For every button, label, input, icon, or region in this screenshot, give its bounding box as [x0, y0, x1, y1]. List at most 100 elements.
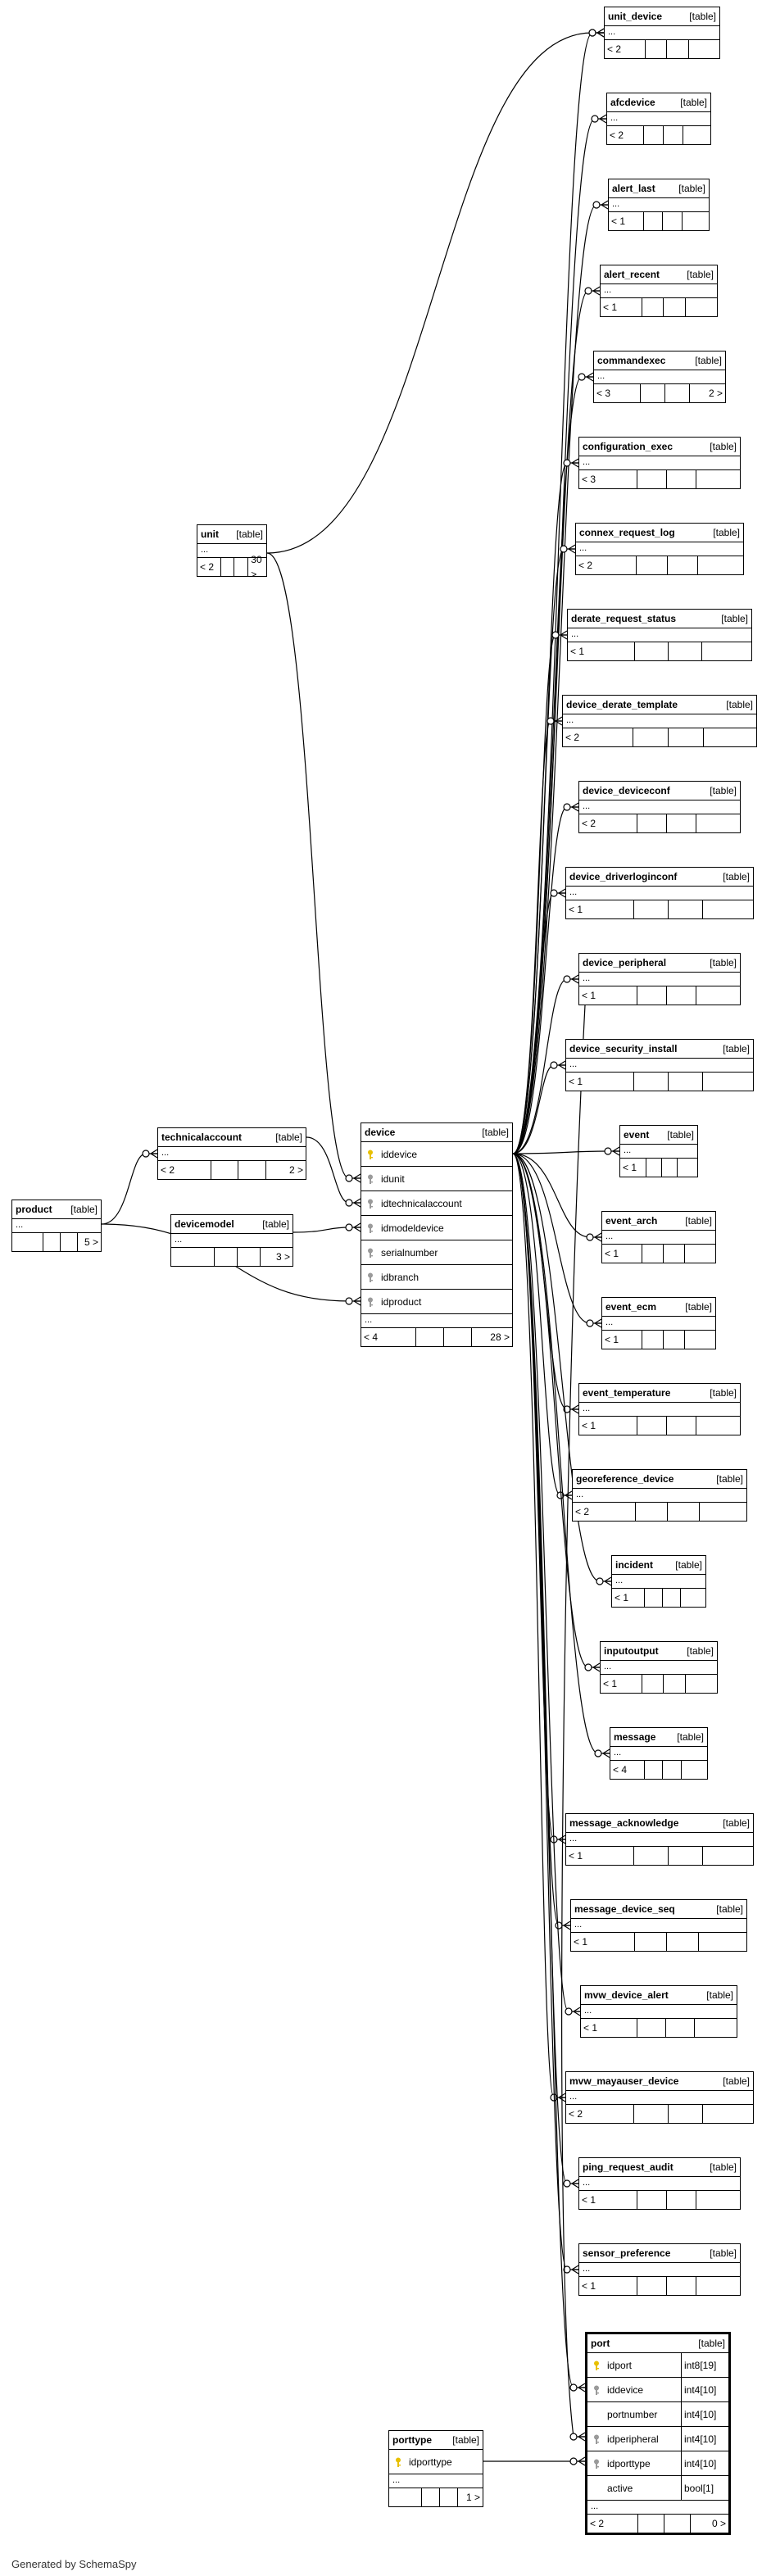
table-inputoutput[interactable]: inputoutput[table]...< 1 [600, 1641, 718, 1694]
parents-count[interactable]: < 1 [601, 298, 642, 316]
table-name[interactable]: port [591, 2338, 610, 2349]
children-count[interactable]: 5 > [84, 1236, 98, 1248]
children-count[interactable]: 2 > [288, 1164, 303, 1176]
table-configuration-exec[interactable]: configuration_exec[table]...< 3 [578, 437, 741, 489]
parents-count[interactable]: < 4 [361, 1328, 416, 1346]
column-row[interactable]: idunit [361, 1167, 512, 1191]
table-name[interactable]: event_ecm [605, 1301, 657, 1313]
parents-count[interactable]: < 3 [594, 384, 642, 402]
table-name[interactable]: device_derate_template [566, 699, 678, 710]
column-row[interactable]: idtechnicalaccount [361, 1191, 512, 1216]
table-name[interactable]: ping_request_audit [583, 2161, 673, 2173]
table-alert-last[interactable]: alert_last[table]...< 1 [608, 179, 710, 231]
table-device-driverloginconf[interactable]: device_driverloginconf[table]...< 1 [565, 867, 754, 919]
table-name[interactable]: commandexec [597, 355, 666, 366]
table-incident[interactable]: incident[table]...< 1 [611, 1555, 706, 1608]
column-row[interactable]: idmodeldevice [361, 1216, 512, 1240]
parents-count[interactable]: < 1 [568, 642, 635, 660]
column-row[interactable]: serialnumber [361, 1240, 512, 1265]
parents-count[interactable]: < 2 [566, 2105, 635, 2123]
parents-count[interactable]: < 2 [573, 1503, 637, 1521]
table-message-acknowledge[interactable]: message_acknowledge[table]...< 1 [565, 1813, 754, 1866]
table-name[interactable]: event_arch [605, 1215, 658, 1227]
parents-count[interactable]: < 1 [579, 986, 638, 1005]
table-device-peripheral[interactable]: device_peripheral[table]...< 1 [578, 953, 741, 1005]
table-name[interactable]: afcdevice [610, 97, 655, 108]
table-device-deviceconf[interactable]: device_deviceconf[table]...< 2 [578, 781, 741, 833]
table-name[interactable]: message_device_seq [574, 1903, 675, 1915]
table-name[interactable]: unit [201, 528, 219, 540]
children-count[interactable]: 2 > [709, 388, 723, 399]
parents-count[interactable]: < 1 [571, 1933, 635, 1951]
table-derate-request-status[interactable]: derate_request_status[table]...< 1 [567, 609, 752, 661]
parents-count[interactable]: < 1 [601, 1675, 642, 1693]
children-count[interactable]: 1 > [465, 2492, 480, 2503]
table-afcdevice[interactable]: afcdevice[table]...< 2 [606, 93, 711, 145]
table-name[interactable]: mvw_mayauser_device [569, 2075, 679, 2087]
table-unit-device[interactable]: unit_device[table]...< 2 [604, 7, 720, 59]
table-name[interactable]: device_driverloginconf [569, 871, 678, 882]
parents-count[interactable]: < 2 [158, 1161, 212, 1179]
table-name[interactable]: message_acknowledge [569, 1817, 679, 1829]
parents-count[interactable]: < 2 [576, 556, 637, 574]
parents-count[interactable]: < 2 [197, 558, 221, 576]
table-name[interactable]: georeference_device [576, 1473, 674, 1485]
column-row[interactable]: idporttype [389, 2450, 483, 2474]
table-devicemodel[interactable]: devicemodel[table]...3 > [170, 1214, 293, 1267]
table-name[interactable]: inputoutput [604, 1645, 659, 1657]
table-sensor-preference[interactable]: sensor_preference[table]...< 1 [578, 2243, 741, 2296]
table-event-arch[interactable]: event_arch[table]...< 1 [601, 1211, 716, 1263]
parents-count[interactable]: < 1 [609, 212, 645, 230]
table-name[interactable]: alert_recent [604, 269, 660, 280]
table-connex-request-log[interactable]: connex_request_log[table]...< 2 [575, 523, 744, 575]
table-name[interactable]: event_temperature [583, 1387, 671, 1399]
table-name[interactable]: device_deviceconf [583, 785, 670, 796]
table-name[interactable]: devicemodel [175, 1218, 234, 1230]
table-name[interactable]: alert_last [612, 183, 655, 194]
parents-count[interactable]: < 1 [566, 1847, 635, 1865]
parents-count[interactable]: < 2 [579, 814, 638, 832]
parents-count[interactable]: < 2 [563, 728, 634, 746]
table-event-ecm[interactable]: event_ecm[table]...< 1 [601, 1297, 716, 1349]
table-georeference-device[interactable]: georeference_device[table]...< 2 [572, 1469, 747, 1522]
parents-count[interactable]: < 1 [581, 2019, 637, 2037]
table-alert-recent[interactable]: alert_recent[table]...< 1 [600, 265, 718, 317]
parents-count[interactable]: < 2 [587, 2515, 638, 2533]
parents-count[interactable]: < 2 [607, 126, 644, 144]
children-count[interactable]: 30 > [251, 554, 262, 580]
table-name[interactable]: device [365, 1127, 396, 1138]
table-ping-request-audit[interactable]: ping_request_audit[table]...< 1 [578, 2157, 741, 2210]
table-mvw-device-alert[interactable]: mvw_device_alert[table]...< 1 [580, 1985, 737, 2038]
parents-count[interactable]: < 4 [610, 1761, 645, 1779]
parents-count[interactable]: < 1 [620, 1159, 647, 1177]
parents-count[interactable]: < 1 [579, 2277, 638, 2295]
table-event[interactable]: event[table]...< 1 [619, 1125, 698, 1177]
column-row[interactable]: iddevice [361, 1142, 512, 1167]
parents-count[interactable]: < 3 [579, 470, 638, 488]
table-message-device-seq[interactable]: message_device_seq[table]...< 1 [570, 1899, 747, 1952]
parents-count[interactable]: < 2 [605, 40, 646, 58]
table-name[interactable]: product [16, 1204, 52, 1215]
table-device-security-install[interactable]: device_security_install[table]...< 1 [565, 1039, 754, 1091]
table-name[interactable]: incident [615, 1559, 654, 1571]
table-event-temperature[interactable]: event_temperature[table]...< 1 [578, 1383, 741, 1435]
table-porttype[interactable]: porttype[table]idporttype...1 > [388, 2430, 483, 2507]
table-product[interactable]: product[table]...5 > [11, 1200, 102, 1252]
parents-count[interactable]: < 1 [602, 1331, 643, 1349]
parents-count[interactable]: < 1 [602, 1245, 643, 1263]
table-name[interactable]: technicalaccount [161, 1132, 243, 1143]
table-name[interactable]: configuration_exec [583, 441, 673, 452]
parents-count[interactable]: < 1 [579, 1417, 638, 1435]
table-name[interactable]: message [614, 1731, 656, 1743]
column-row[interactable]: idproduct [361, 1290, 512, 1314]
children-count[interactable]: 28 > [490, 1331, 510, 1343]
